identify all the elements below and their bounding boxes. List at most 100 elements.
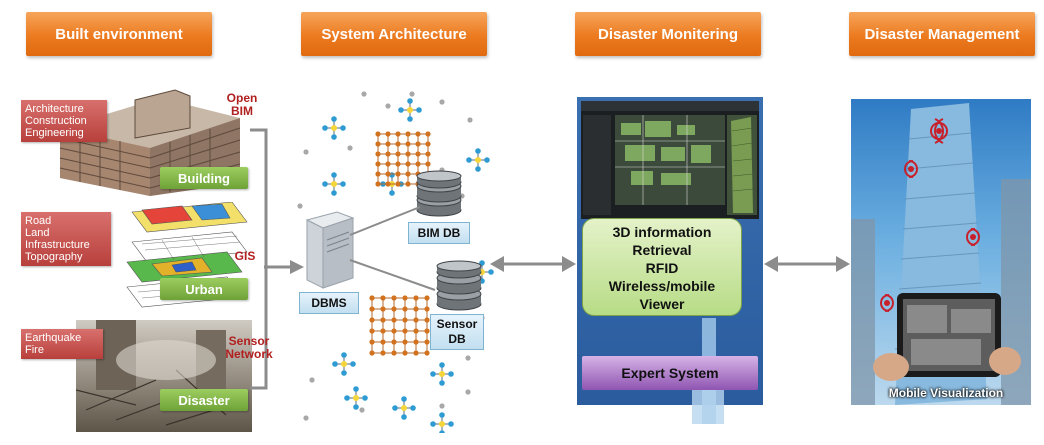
lattice-node <box>425 141 431 147</box>
lattice-node <box>369 306 375 312</box>
network-node <box>350 361 356 367</box>
network-node <box>398 107 404 113</box>
lattice-node <box>385 171 391 177</box>
network-node <box>475 148 481 154</box>
building-badge: Building <box>160 167 248 189</box>
network-dot <box>303 149 309 155</box>
network-node <box>407 98 413 104</box>
lattice-node <box>405 141 411 147</box>
lattice-node <box>391 295 397 301</box>
network-hub <box>439 371 445 377</box>
network-node <box>439 362 445 368</box>
lattice-node <box>380 317 386 323</box>
lattice-node <box>415 161 421 167</box>
network-dot <box>297 203 303 209</box>
expert-system-box: Expert System <box>582 356 758 390</box>
network-hub <box>439 421 445 427</box>
lattice-node <box>375 131 381 137</box>
lattice-node <box>405 131 411 137</box>
lattice-node <box>424 295 430 301</box>
network-node <box>448 371 454 377</box>
lattice-node <box>402 350 408 356</box>
lattice-node <box>380 306 386 312</box>
network-node <box>410 405 416 411</box>
lattice-node <box>402 295 408 301</box>
lattice-node <box>380 350 386 356</box>
lattice-node <box>375 151 381 157</box>
arrow-system-monitoring <box>490 256 576 272</box>
network-node <box>353 404 359 410</box>
header-disaster-management: Disaster Management <box>849 12 1035 56</box>
network-node <box>475 166 481 172</box>
network-dot <box>361 91 367 97</box>
lattice-node <box>413 328 419 334</box>
network-node <box>331 190 337 196</box>
label-earthquake-fire: Earthquake Fire <box>21 329 103 359</box>
network-dot <box>309 377 315 383</box>
network-node <box>392 405 398 411</box>
lattice-node <box>425 131 431 137</box>
network-hub <box>475 157 481 163</box>
network-node <box>484 157 490 163</box>
network-node <box>466 157 472 163</box>
network-dot <box>439 99 445 105</box>
open-bim-label: Open BIM <box>226 91 258 118</box>
lattice-node <box>369 295 375 301</box>
lattice-node <box>375 181 381 187</box>
lattice-node <box>405 171 411 177</box>
bim-db-icon <box>416 170 462 217</box>
lattice-node <box>380 295 386 301</box>
monitoring-screenshot <box>581 101 759 219</box>
network-node <box>416 107 422 113</box>
network-hub <box>407 107 413 113</box>
disaster-image <box>76 320 252 432</box>
arrow-monitoring-management <box>764 256 850 272</box>
network-node <box>340 125 346 131</box>
lattice-node <box>413 350 419 356</box>
network-hub <box>341 361 347 367</box>
lattice-node <box>369 317 375 323</box>
lattice-node <box>375 141 381 147</box>
network-dot <box>465 389 471 395</box>
header-built-environment: Built environment <box>26 12 212 56</box>
lattice-node <box>402 339 408 345</box>
sensor-network-label: Sensor Network <box>225 334 273 361</box>
network-node <box>341 370 347 376</box>
lattice-node <box>391 328 397 334</box>
lattice-node <box>395 171 401 177</box>
lattice-node <box>413 295 419 301</box>
lattice-node <box>413 317 419 323</box>
network-node <box>331 134 337 140</box>
lattice-node <box>369 350 375 356</box>
urban-badge: Urban <box>160 278 248 300</box>
lattice-node <box>391 350 397 356</box>
mobile-visualization-label: Mobile Visualization <box>888 386 1004 400</box>
dbms-server-icon <box>305 211 355 289</box>
lattice-node <box>415 141 421 147</box>
gis-label: GIS <box>234 249 256 263</box>
lattice-node <box>402 317 408 323</box>
network-node <box>488 269 494 275</box>
bim-db-label: BIM DB <box>408 222 470 244</box>
label-architecture-construction: Architecture Construction Engineering <box>21 100 107 142</box>
header-system-architecture: System Architecture <box>301 12 487 56</box>
network-dot <box>303 415 309 421</box>
lattice-node <box>405 161 411 167</box>
network-node <box>430 421 436 427</box>
network-node <box>389 190 395 196</box>
network-node <box>362 395 368 401</box>
arrow-to-system <box>264 260 304 274</box>
lattice-node <box>385 131 391 137</box>
lattice-node <box>395 141 401 147</box>
lattice-node <box>424 306 430 312</box>
lattice-node <box>375 171 381 177</box>
network-hub <box>331 125 337 131</box>
lattice-node <box>391 306 397 312</box>
network-node <box>430 371 436 377</box>
lattice-node <box>402 306 408 312</box>
network-dot <box>359 407 365 413</box>
lattice-node <box>413 306 419 312</box>
network-hub <box>401 405 407 411</box>
lattice-node <box>375 161 381 167</box>
network-node <box>332 361 338 367</box>
